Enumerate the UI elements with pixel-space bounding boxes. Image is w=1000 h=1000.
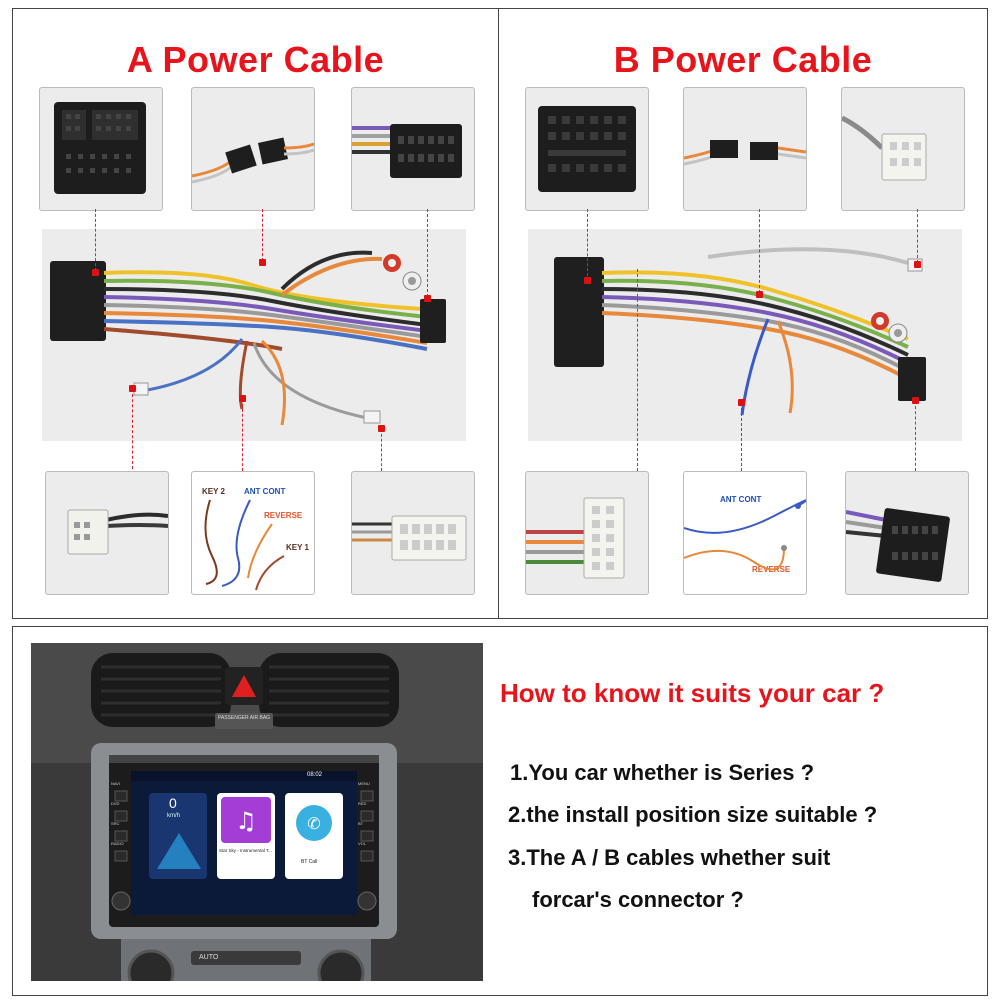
left-button-radio: RADIO	[111, 841, 124, 846]
screen-time: 08:02	[307, 772, 323, 778]
compatibility-heading: How to know it suits your car ?	[500, 678, 885, 708]
b-ant-reverse-wires: ANT CONT REVERSE	[683, 471, 807, 595]
b-guide-dot-3	[914, 261, 921, 268]
a-two-pin-connector-photo	[191, 87, 315, 211]
a-harness-photo	[42, 229, 466, 441]
speed-value: 0	[169, 795, 177, 811]
climate-auto-label: AUTO	[199, 954, 219, 961]
b-guide-line-1	[587, 209, 588, 281]
question-1: 1.You car whether is Series ?	[510, 760, 815, 785]
song-title: Star Sky - Instrumental T...	[219, 848, 272, 853]
b-guide-line-2	[759, 209, 760, 293]
a-guide-dot-5	[239, 395, 246, 402]
question-3-continued: forcar's connector ?	[532, 887, 744, 912]
a-reverse-label: REVERSE	[264, 511, 303, 520]
left-button-labels: NAVI DVD SRC RADIO	[111, 781, 131, 861]
left-button-navi: NAVI	[111, 781, 121, 786]
b-two-pin-connector-photo	[683, 87, 807, 211]
speed-unit: km/h	[167, 813, 181, 819]
panel-a-title: A Power Cable	[126, 39, 385, 80]
a-guide-dot-2	[259, 259, 266, 266]
a-guide-dot-1	[92, 269, 99, 276]
a-guide-line-6	[381, 429, 382, 471]
a-guide-line-2	[262, 209, 263, 261]
right-button-bt: BT	[358, 821, 364, 826]
panel-a-power-cable: A Power Cable	[12, 8, 499, 619]
a-key2-label: KEY 2	[202, 487, 226, 496]
a-guide-dot-4	[129, 385, 136, 392]
b-guide-dot-2	[756, 291, 763, 298]
car-dashboard-photo: ♫ ✆ PASSENGER AIR BAG 08:02 0 km/h Star …	[31, 643, 483, 981]
a-white-multipin-plug-photo	[351, 471, 475, 595]
a-guide-dot-6	[378, 425, 385, 432]
b-guide-line-4	[637, 269, 638, 471]
b-guide-line-5	[741, 403, 742, 471]
b-quadlock-connector-photo	[525, 87, 649, 211]
a-guide-dot-3	[424, 295, 431, 302]
a-guide-line-5	[242, 399, 243, 471]
a-guide-line-3	[427, 209, 428, 297]
right-button-vol: VOL	[358, 841, 367, 846]
b-guide-line-3	[917, 209, 918, 263]
right-button-red: RED	[358, 801, 367, 806]
b-sixteen-pin-connector-photo	[845, 471, 969, 595]
right-button-labels: MENU RED BT VOL	[358, 781, 378, 861]
a-ant-cont-label: ANT CONT	[244, 487, 285, 496]
right-button-menu: MENU	[358, 781, 370, 786]
b-white-multipin-plug-photo	[525, 471, 649, 595]
bt-call-label: BT Call	[301, 859, 318, 865]
hazard-airbag-label: PASSENGER AIR BAG	[217, 715, 271, 721]
b-white-six-pin-plug-photo	[841, 87, 965, 211]
a-key-ant-reverse-wires: KEY 2 ANT CONT REVERSE KEY 1	[191, 471, 315, 595]
b-guide-dot-5	[738, 399, 745, 406]
left-button-src: SRC	[111, 821, 120, 826]
panel-b-title: B Power Cable	[613, 39, 873, 80]
panel-b-power-cable: B Power Cable	[498, 8, 988, 619]
b-guide-line-6	[915, 401, 916, 471]
a-iso-connector-photo	[39, 87, 163, 211]
left-button-dvd: DVD	[111, 801, 120, 806]
b-guide-dot-6	[912, 397, 919, 404]
svg-text:♫: ♫	[235, 807, 257, 835]
b-guide-dot-1	[584, 277, 591, 284]
a-guide-line-4	[132, 389, 133, 469]
svg-text:✆: ✆	[307, 814, 320, 833]
a-guide-line-1	[95, 209, 96, 271]
question-3: 3.The A / B cables whether suit	[508, 845, 831, 870]
a-key1-label: KEY 1	[286, 543, 310, 552]
a-white-plug-photo	[45, 471, 169, 595]
b-ant-cont-label: ANT CONT	[720, 495, 761, 504]
b-harness-photo	[528, 229, 962, 441]
a-sixteen-pin-connector-photo	[351, 87, 475, 211]
question-2: 2.the install position size suitable ?	[508, 802, 878, 827]
